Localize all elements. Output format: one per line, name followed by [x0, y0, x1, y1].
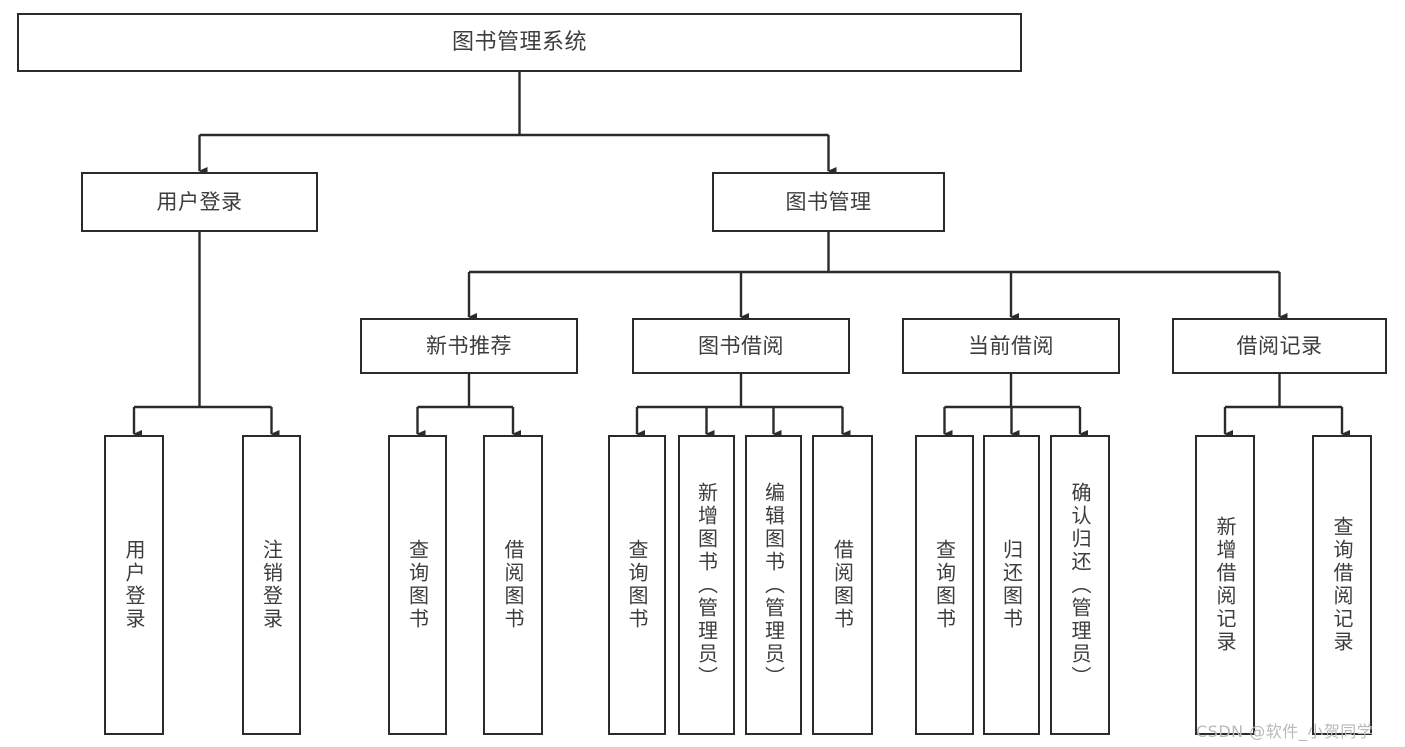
- node-leaf-borrow-book-rec-label: 借阅图书: [501, 539, 525, 631]
- node-book-management-label: 图书管理: [785, 189, 872, 214]
- node-leaf-confirm-return-admin-label: 确认归还（管理员）: [1068, 481, 1092, 689]
- node-borrow-records[interactable]: 借阅记录: [1172, 318, 1387, 374]
- node-leaf-borrow-book-rec[interactable]: 借阅图书: [483, 435, 543, 735]
- node-leaf-query-borrow-record-label: 查询借阅记录: [1330, 516, 1354, 654]
- node-root[interactable]: 图书管理系统: [17, 13, 1022, 72]
- node-leaf-add-borrow-record[interactable]: 新增借阅记录: [1195, 435, 1255, 735]
- node-leaf-query-book[interactable]: 查询图书: [608, 435, 666, 735]
- node-leaf-edit-book-admin[interactable]: 编辑图书（管理员）: [745, 435, 802, 735]
- node-borrow-records-label: 借阅记录: [1236, 333, 1323, 358]
- node-leaf-logout-label: 注销登录: [259, 539, 284, 631]
- node-leaf-query-book-rec-label: 查询图书: [405, 539, 430, 631]
- node-root-label: 图书管理系统: [451, 29, 587, 55]
- node-leaf-return-book-label: 归还图书: [999, 539, 1024, 631]
- node-book-borrow-label: 图书借阅: [698, 333, 784, 358]
- csdn-watermark: CSDN @软件_小贺同学: [1196, 722, 1374, 741]
- node-leaf-user-login[interactable]: 用户登录: [104, 435, 164, 735]
- node-leaf-return-book[interactable]: 归还图书: [983, 435, 1040, 735]
- node-user-login-label: 用户登录: [156, 189, 243, 214]
- node-user-login[interactable]: 用户登录: [81, 172, 318, 232]
- node-leaf-add-borrow-record-label: 新增借阅记录: [1213, 516, 1237, 654]
- node-leaf-query-book-rec[interactable]: 查询图书: [388, 435, 447, 735]
- node-book-management[interactable]: 图书管理: [712, 172, 945, 232]
- node-leaf-logout[interactable]: 注销登录: [242, 435, 301, 735]
- node-leaf-edit-book-admin-label: 编辑图书（管理员）: [761, 481, 786, 689]
- node-leaf-borrow-book-label: 借阅图书: [830, 539, 855, 631]
- node-leaf-query-borrow-record[interactable]: 查询借阅记录: [1312, 435, 1372, 735]
- node-leaf-query-book-current[interactable]: 查询图书: [915, 435, 974, 735]
- node-book-borrow[interactable]: 图书借阅: [632, 318, 850, 374]
- node-leaf-query-book-current-label: 查询图书: [932, 539, 957, 631]
- node-leaf-borrow-book[interactable]: 借阅图书: [812, 435, 873, 735]
- node-leaf-add-book-admin-label: 新增图书（管理员）: [694, 481, 719, 689]
- node-leaf-query-book-label: 查询图书: [625, 539, 649, 631]
- node-leaf-confirm-return-admin[interactable]: 确认归还（管理员）: [1050, 435, 1110, 735]
- node-leaf-add-book-admin[interactable]: 新增图书（管理员）: [678, 435, 735, 735]
- node-new-book-recommendation-label: 新书推荐: [426, 333, 512, 358]
- node-current-borrow-label: 当前借阅: [968, 333, 1054, 358]
- node-new-book-recommendation[interactable]: 新书推荐: [360, 318, 578, 374]
- node-leaf-user-login-label: 用户登录: [122, 539, 146, 631]
- node-current-borrow[interactable]: 当前借阅: [902, 318, 1120, 374]
